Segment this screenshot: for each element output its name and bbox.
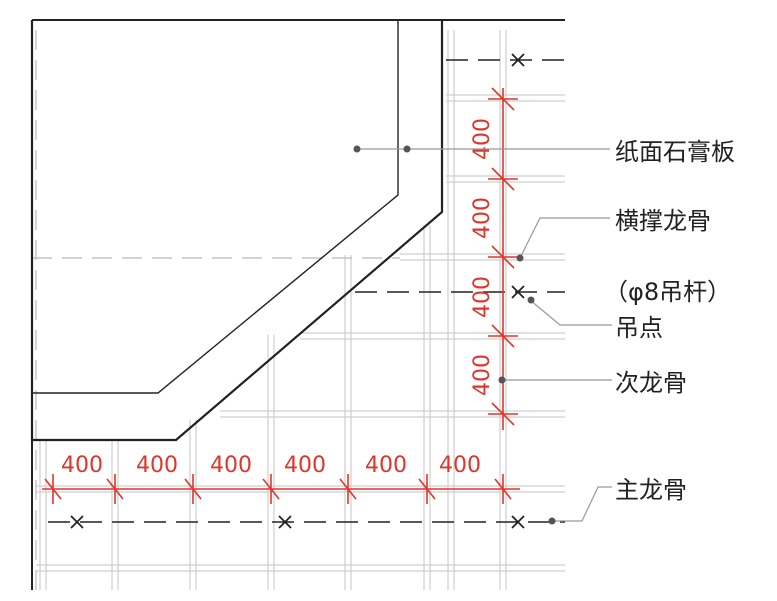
label-secondary-keel: 次龙骨 xyxy=(615,369,687,397)
label-hanging-point: 吊点 xyxy=(615,314,663,342)
dim-vertical-4: 400 xyxy=(470,354,495,396)
dim-horizontal-5: 400 xyxy=(365,453,407,478)
hanging-point-cross xyxy=(278,515,292,529)
label-cross-brace-keel: 横撑龙骨 xyxy=(615,207,711,235)
leader-lines xyxy=(357,148,612,522)
dim-horizontal-1: 400 xyxy=(61,453,103,478)
dim-vertical-3: 400 xyxy=(470,276,495,318)
label-gypsum-board: 纸面石膏板 xyxy=(615,138,735,166)
callout-labels: 纸面石膏板 横撑龙骨 （φ8吊杆） 吊点 次龙骨 主龙骨 xyxy=(604,138,735,504)
label-main-keel: 主龙骨 xyxy=(615,476,687,504)
hanging-point-cross xyxy=(70,515,84,529)
horizontal-dimension-chain xyxy=(42,474,520,504)
dim-horizontal-4: 400 xyxy=(284,453,326,478)
vertical-dimension-chain xyxy=(488,87,518,430)
gypsum-board-outline xyxy=(30,19,565,590)
guide-lines xyxy=(32,30,400,590)
main-keel-lines xyxy=(48,59,565,523)
dim-vertical-2: 400 xyxy=(470,197,495,239)
hanging-point-cross xyxy=(511,515,525,529)
dim-vertical-1: 400 xyxy=(470,118,495,160)
dim-horizontal-6: 400 xyxy=(439,453,481,478)
dim-horizontal-2: 400 xyxy=(136,453,178,478)
keel-grid xyxy=(36,30,565,590)
horizontal-dimension-labels: 400 400 400 400 400 400 xyxy=(61,453,481,478)
hanging-point-marks xyxy=(70,53,525,529)
label-hanger-rod: （φ8吊杆） xyxy=(604,278,731,306)
hanging-point-cross xyxy=(511,285,525,299)
vertical-dimension-labels: 400 400 400 400 xyxy=(470,118,495,396)
dim-horizontal-3: 400 xyxy=(210,453,252,478)
leader-dots xyxy=(353,145,556,525)
hanging-point-cross xyxy=(511,53,525,67)
